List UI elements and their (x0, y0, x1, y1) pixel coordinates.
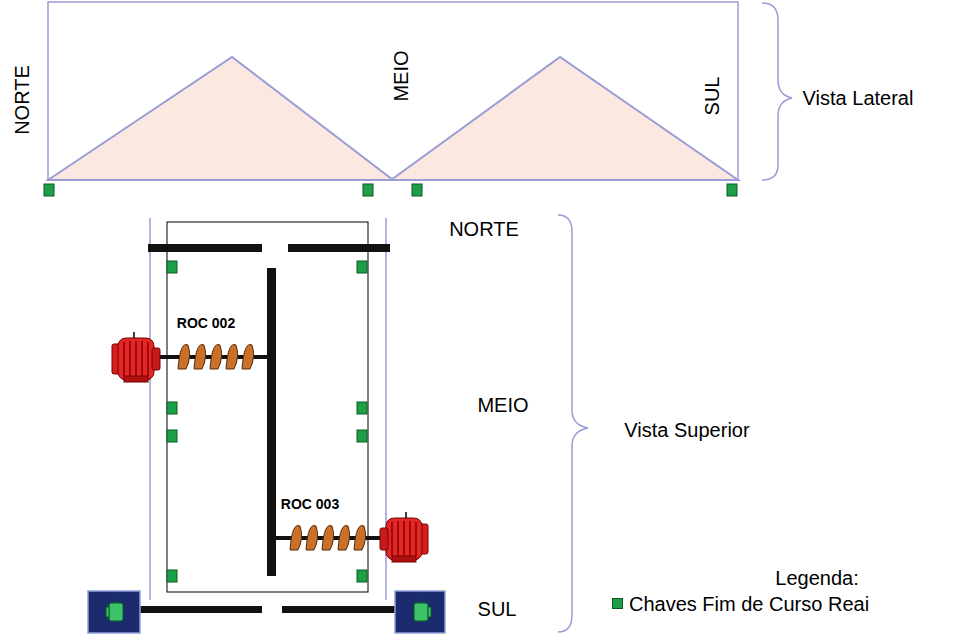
auger-flight (226, 345, 238, 370)
legend-swatch (612, 598, 623, 609)
auger-flight (178, 345, 190, 370)
view-label: Vista Lateral (803, 88, 914, 108)
auger-flight (306, 526, 318, 551)
part-name: ROC 002 (177, 316, 235, 330)
auger-flight (338, 526, 350, 551)
view-label: Vista Superior (624, 420, 749, 440)
position-label: SUL (478, 599, 517, 619)
side-label: SUL (702, 77, 722, 116)
auger-flight (194, 345, 206, 370)
side-label: MEIO (391, 50, 411, 101)
legend-title: Legenda: (775, 568, 858, 588)
auger-flight (322, 526, 334, 551)
position-label: NORTE (449, 219, 519, 239)
auger-flight (210, 345, 222, 370)
auger-flight (242, 345, 254, 370)
auger-flight (354, 526, 366, 551)
legend-text: Chaves Fim de Curso Reai (629, 594, 869, 614)
position-label: MEIO (477, 395, 528, 415)
side-label: NORTE (12, 65, 32, 135)
part-name: ROC 003 (281, 497, 339, 511)
auger-flight (290, 526, 302, 551)
